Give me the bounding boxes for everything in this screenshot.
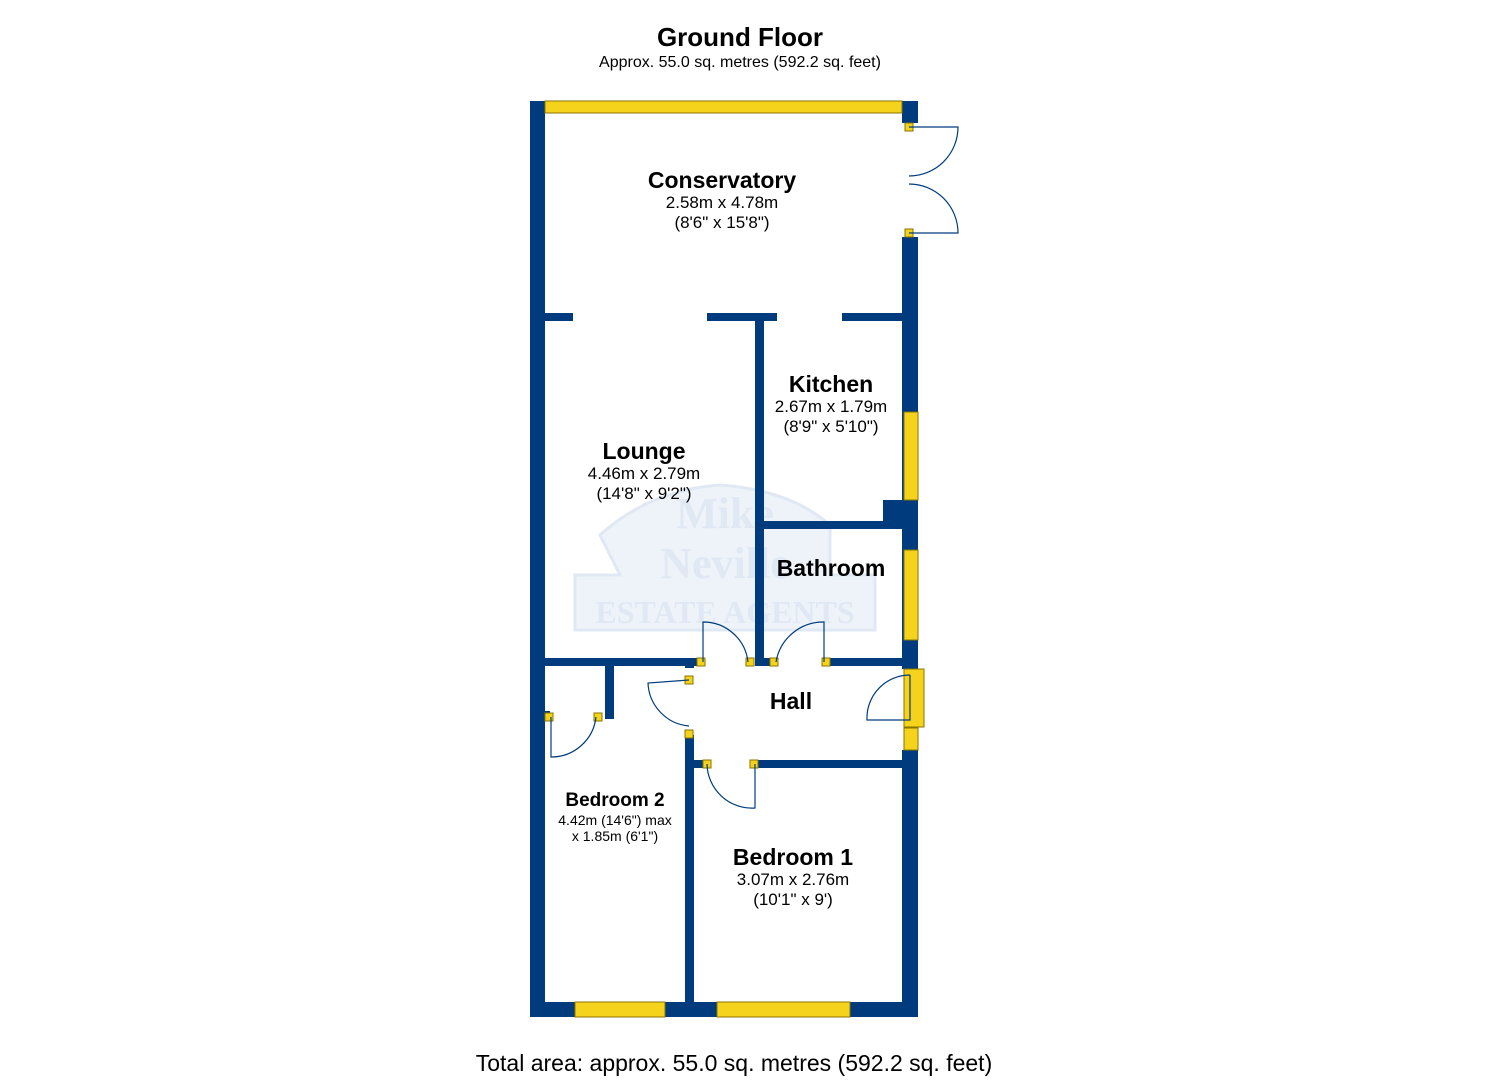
bedroom1-dim-metric: 3.07m x 2.76m [736, 870, 850, 889]
bedroom1-name: Bedroom 1 [732, 844, 854, 870]
floor-area-subtitle: Approx. 55.0 sq. metres (592.2 sq. feet) [599, 54, 881, 71]
kitchen-dim-imperial: (8'9" x 5'10") [783, 417, 879, 436]
bedroom2-dim-length: 4.42m (14'6") max [558, 812, 672, 828]
bathroom-name: Bathroom [776, 555, 886, 581]
conservatory-dim-metric: 2.58m x 4.78m [665, 193, 779, 212]
lounge-dim-metric: 4.46m x 2.79m [587, 464, 701, 483]
windows [544, 100, 925, 1018]
door-swings [550, 126, 959, 809]
watermark-line-2: Neville [660, 539, 790, 588]
floor-title: Ground Floor [656, 22, 824, 52]
hall-name: Hall [769, 688, 813, 714]
lounge-dim-imperial: (14'8" x 9'2") [596, 484, 692, 503]
total-area: Total area: approx. 55.0 sq. metres (592… [475, 1050, 993, 1076]
bedroom2-name: Bedroom 2 [565, 790, 665, 811]
bedroom1-dim-imperial: (10'1" x 9') [753, 890, 833, 909]
kitchen-dim-metric: 2.67m x 1.79m [774, 397, 888, 416]
bedroom2-dim-width: x 1.85m (6'1") [571, 828, 659, 844]
kitchen-name: Kitchen [788, 371, 874, 397]
conservatory-dim-imperial: (8'6" x 15'8") [674, 213, 770, 232]
lounge-name: Lounge [602, 438, 686, 464]
conservatory-name: Conservatory [647, 167, 797, 193]
